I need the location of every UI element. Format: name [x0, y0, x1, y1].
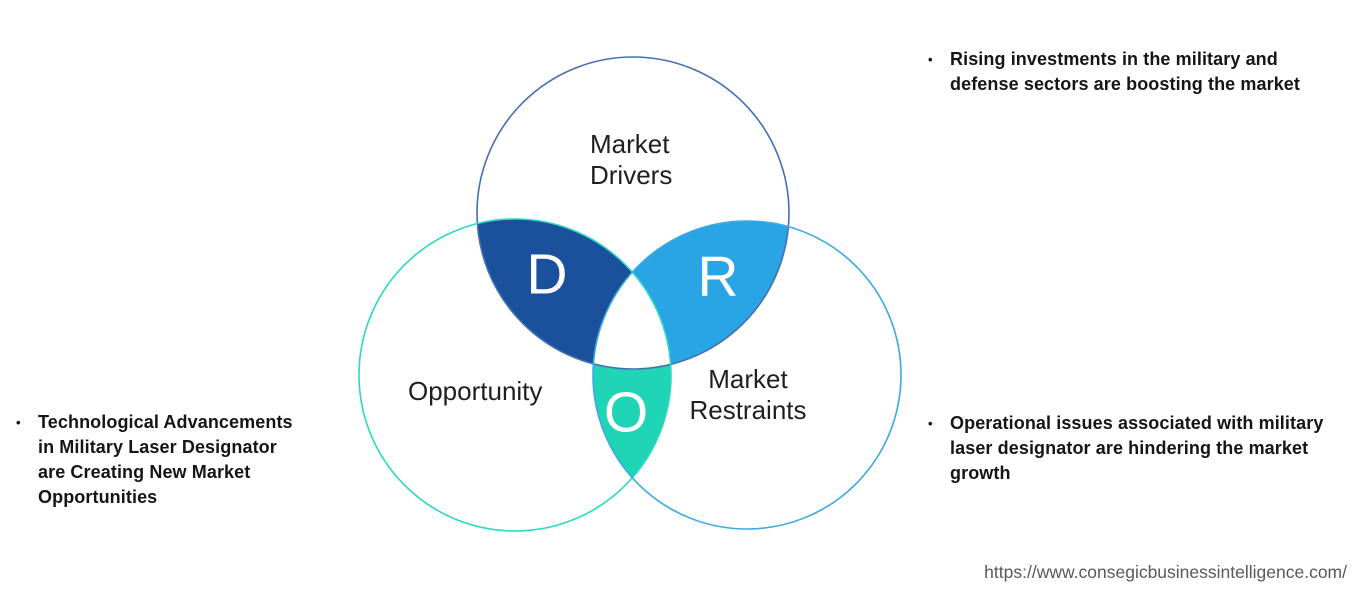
- label-market-restraints: Market Restraints: [689, 364, 807, 425]
- bullet-drivers-note: • Rising investments in the military and…: [928, 47, 1312, 97]
- label-market-drivers: Market Drivers: [590, 129, 673, 190]
- bullet-restraints-text: Operational issues associated with milit…: [950, 413, 1324, 483]
- bullet-icon: •: [16, 415, 21, 430]
- bullet-icon: •: [928, 416, 933, 431]
- bullet-drivers-text: Rising investments in the military and d…: [950, 49, 1301, 94]
- letter-r: R: [697, 244, 739, 309]
- bullet-opportunity-note: • Technological Advancements in Military…: [16, 410, 294, 510]
- circle-market-restraints: [592, 220, 902, 530]
- letter-d: D: [526, 242, 568, 307]
- circle-opportunity: [358, 218, 672, 532]
- bullet-icon: •: [928, 52, 933, 67]
- circle-market-drivers: [476, 56, 790, 370]
- letter-o: O: [603, 380, 649, 445]
- bullet-opportunity-text: Technological Advancements in Military L…: [38, 412, 293, 507]
- bullet-restraints-note: • Operational issues associated with mil…: [928, 411, 1332, 486]
- label-opportunity: Opportunity: [408, 376, 543, 406]
- source-url: https://www.consegicbusinessintelligence…: [984, 562, 1347, 582]
